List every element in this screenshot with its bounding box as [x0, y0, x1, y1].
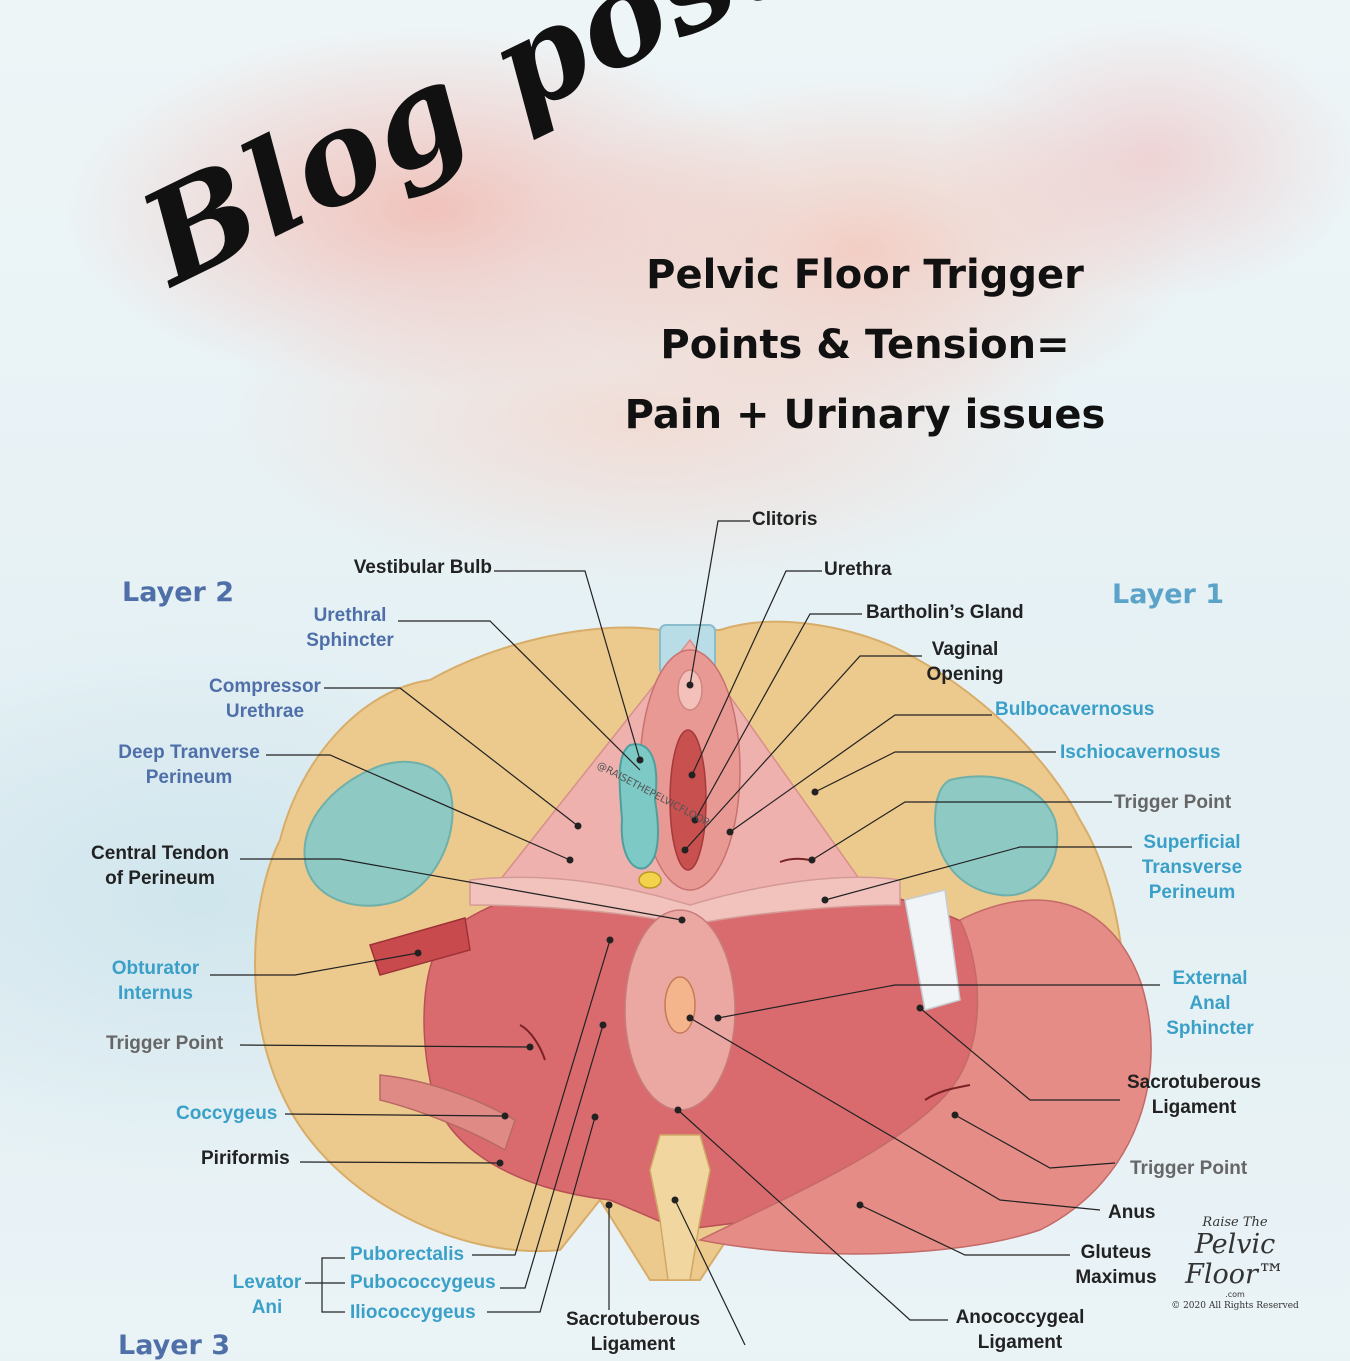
label-obturator-internus: Obturator Internus: [98, 956, 213, 1006]
layer-3-heading: Layer 3: [118, 1330, 231, 1361]
label-pubococcygeus: Pubococcygeus: [350, 1272, 496, 1293]
headline-line-3: Pain + Urinary issues: [624, 392, 1106, 438]
label-urethra: Urethra: [824, 559, 892, 580]
label-anococcygeal-ligament-line-2: Ligament: [977, 1332, 1063, 1353]
bartholins-gland: [638, 871, 662, 889]
label-urethral-sphincter-line-2: Sphincter: [306, 630, 394, 651]
logo-copyright: © 2020 All Rights Reserved: [1171, 1301, 1299, 1311]
label-vestibular-bulb: Vestibular Bulb: [353, 557, 492, 578]
label-external-anal-sphincter-line-1: External: [1172, 968, 1248, 989]
label-superficial-transverse-perineum-line-3: Perineum: [1148, 882, 1236, 903]
label-iliococcygeus: Iliococcygeus: [350, 1302, 476, 1323]
label-deep-transverse-perineum: Deep Tranverse Perineum: [104, 740, 274, 790]
label-vaginal-opening-line-2: Opening: [926, 664, 1004, 685]
label-compressor-urethrae: Compressor Urethrae: [195, 674, 335, 724]
label-bulbocavernosus: Bulbocavernosus: [995, 699, 1155, 720]
coccyx: [649, 1134, 711, 1281]
leader-dots: [414, 681, 959, 1209]
label-levator-ani: Levator Ani: [222, 1270, 312, 1320]
label-levator-ani-line-1: Levator: [232, 1272, 302, 1293]
label-sacrotuberous-ligament-right-line-1: Sacrotuberous: [1126, 1072, 1262, 1093]
label-central-tendon: Central Tendon of Perineum: [80, 841, 240, 891]
label-vaginal-opening: Vaginal Opening: [905, 637, 1025, 687]
label-anococcygeal-ligament: Anococcygeal Ligament: [945, 1305, 1095, 1355]
label-obturator-internus-line-1: Obturator: [111, 958, 200, 979]
label-superficial-transverse-perineum: Superficial Transverse Perineum: [1124, 830, 1260, 905]
label-trigger-point-right-lower: Trigger Point: [1130, 1158, 1248, 1179]
label-trigger-point-left: Trigger Point: [106, 1033, 224, 1054]
label-sacrotuberous-ligament-bottom-line-1: Sacrotuberous: [565, 1309, 701, 1330]
urethral-sphincter: [618, 743, 659, 870]
label-compressor-urethrae-line-2: Urethrae: [225, 701, 305, 722]
label-central-tendon-line-2: of Perineum: [105, 868, 215, 889]
logo-line-1: Raise The: [1202, 1215, 1268, 1230]
anus: [664, 976, 696, 1034]
coccygeus-muscle: [379, 1074, 516, 1152]
headline-line-2: Points & Tension=: [660, 322, 1070, 368]
label-urethral-sphincter: Urethral Sphincter: [290, 603, 410, 653]
label-vaginal-opening-line-1: Vaginal: [931, 639, 999, 660]
sacrotuberous-ligament-right: [904, 889, 961, 1011]
label-superficial-transverse-perineum-line-1: Superficial: [1143, 832, 1241, 853]
label-bartholins-gland: Bartholin’s Gland: [866, 602, 1024, 623]
clitoris: [677, 669, 703, 711]
label-gluteus-maximus: Gluteus Maximus: [1068, 1240, 1164, 1290]
label-sacrotuberous-ligament-right-line-2: Ligament: [1151, 1097, 1237, 1118]
brand-logo: Raise The Pelvic Floor™ .com © 2020 All …: [1160, 1215, 1310, 1311]
label-deep-transverse-perineum-line-1: Deep Tranverse: [118, 742, 260, 763]
obturator-internus-muscle: [369, 917, 471, 976]
headline: Pelvic Floor Trigger Points & Tension= P…: [590, 240, 1140, 450]
label-trigger-point-right-upper: Trigger Point: [1114, 792, 1232, 813]
label-coccygeus: Coccygeus: [176, 1103, 278, 1124]
label-anus: Anus: [1108, 1202, 1156, 1223]
left-cartilage-pad: [303, 760, 454, 907]
right-cartilage-pad: [933, 775, 1059, 897]
label-superficial-transverse-perineum-line-2: Transverse: [1141, 857, 1243, 878]
label-external-anal-sphincter: External Anal Sphincter: [1155, 966, 1265, 1041]
label-obturator-internus-line-2: Internus: [118, 983, 193, 1004]
headline-line-1: Pelvic Floor Trigger: [646, 252, 1084, 298]
label-sacrotuberous-ligament-right: Sacrotuberous Ligament: [1112, 1070, 1276, 1120]
logo-line-2: Pelvic Floor™: [1185, 1229, 1285, 1290]
layer-2-heading: Layer 2: [122, 577, 235, 608]
label-anococcygeal-ligament-line-1: Anococcygeal: [955, 1307, 1085, 1328]
label-clitoris: Clitoris: [752, 509, 818, 530]
layer-1-heading: Layer 1: [1112, 579, 1225, 610]
logo-line-3: .com: [1225, 1290, 1245, 1299]
label-sacrotuberous-ligament-bottom-line-2: Ligament: [590, 1334, 676, 1355]
label-central-tendon-line-1: Central Tendon: [91, 843, 229, 864]
label-gluteus-maximus-line-1: Gluteus: [1080, 1242, 1152, 1263]
superficial-transverse-perineum: [469, 876, 901, 926]
label-external-anal-sphincter-line-2: Anal: [1189, 993, 1231, 1014]
label-puborectalis: Puborectalis: [350, 1244, 465, 1265]
label-levator-ani-line-2: Ani: [251, 1297, 283, 1318]
label-external-anal-sphincter-line-3: Sphincter: [1166, 1018, 1254, 1039]
trigger-point-mark-right-lower: [924, 1084, 971, 1101]
trigger-point-mark-right-upper: [779, 857, 811, 863]
label-urethral-sphincter-line-1: Urethral: [313, 605, 387, 626]
label-deep-transverse-perineum-line-2: Perineum: [145, 767, 233, 788]
leader-lines: [210, 520, 1160, 1346]
label-ischiocavernosus: Ischiocavernosus: [1060, 742, 1221, 763]
label-piriformis: Piriformis: [201, 1148, 290, 1169]
trigger-point-mark-left: [519, 1024, 546, 1061]
label-gluteus-maximus-line-2: Maximus: [1075, 1267, 1157, 1288]
label-compressor-urethrae-line-1: Compressor: [209, 676, 321, 697]
